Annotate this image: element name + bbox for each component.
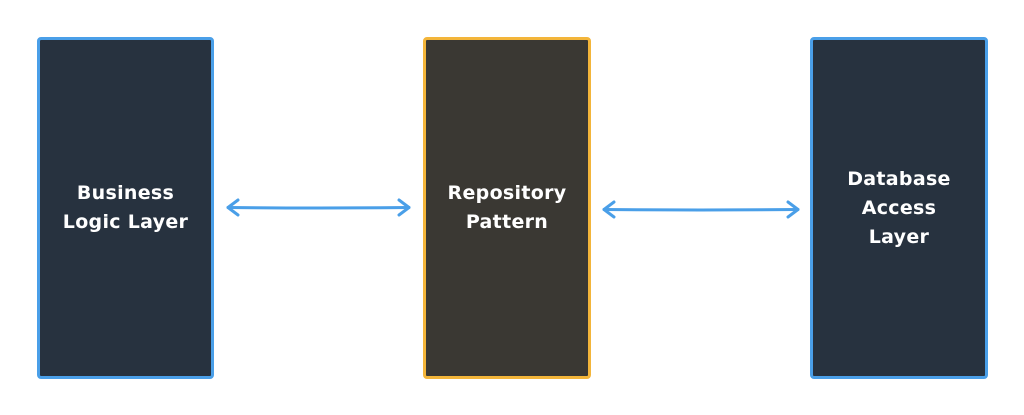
arrow-business-repository-shaft [226, 206, 411, 210]
arrow-business-repository [226, 198, 411, 217]
arrow-repository-database [602, 200, 800, 219]
business-logic-layer-box[interactable]: Business Logic Layer [37, 37, 214, 379]
arrow-business-repository-head-left [226, 198, 240, 217]
repository-pattern-box[interactable]: Repository Pattern [423, 37, 591, 379]
arrow-repository-database-head-right [786, 200, 800, 219]
arrow-repository-database-head-left [602, 200, 616, 219]
arrow-repository-database-shaft [602, 208, 800, 212]
repository-pattern-label: Repository Pattern [447, 182, 567, 233]
arrow-business-repository-head-right [397, 198, 411, 217]
database-access-layer-label: Database Access Layer [847, 167, 951, 248]
business-logic-layer-label: Business Logic Layer [62, 182, 189, 233]
database-access-layer-box[interactable]: Database Access Layer [810, 37, 988, 379]
